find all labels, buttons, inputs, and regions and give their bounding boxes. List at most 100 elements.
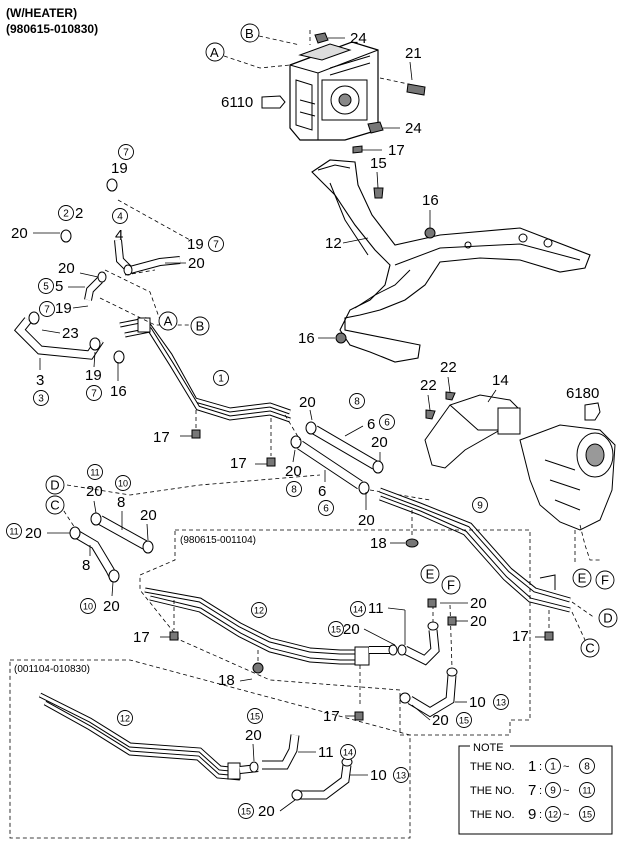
part-number-22-lower: 22 — [420, 377, 437, 394]
circled-number-21: 13 — [493, 694, 509, 710]
circled-number-21-ring — [493, 694, 509, 710]
part-number-20-a: 20 — [11, 225, 28, 242]
part-number-15: 15 — [370, 155, 387, 172]
connection-letter-9: F — [595, 570, 615, 590]
note-title: NOTE — [473, 742, 504, 754]
connection-letter-5-text: F — [447, 578, 455, 593]
circled-number-12-text: 6 — [323, 504, 329, 515]
circled-number-20: 15 — [328, 621, 344, 637]
connection-letter-7: C — [580, 638, 600, 658]
part-number-14: 14 — [492, 372, 509, 389]
bolt-17-d — [535, 610, 554, 641]
note-row-0-to-text: 8 — [584, 762, 590, 773]
part-number-20-m: 20 — [470, 613, 487, 630]
part-number-20-n: 20 — [343, 621, 360, 638]
circled-number-22: 15 — [456, 712, 472, 728]
circled-number-22-text: 15 — [459, 716, 469, 726]
part-number-20-c: 20 — [58, 260, 75, 277]
circled-number-7: 7 — [86, 385, 102, 401]
circled-number-19-text: 14 — [353, 605, 363, 615]
note-row-2-prefix: THE NO. — [470, 809, 515, 821]
note-row-2-to: 15 — [579, 806, 595, 822]
part-number-6180: 6180 — [566, 385, 599, 402]
part-number-20-e: 20 — [371, 434, 388, 451]
circled-number-27-ring — [238, 803, 254, 819]
connection-letter-0-text: A — [164, 314, 173, 329]
part-number-18-a: 18 — [370, 535, 387, 552]
circled-number-10-text: 6 — [384, 418, 390, 429]
circled-number-16-text: 10 — [83, 602, 93, 612]
note-row-1-to-text: 11 — [582, 786, 591, 796]
bolt-17-a — [180, 410, 201, 439]
circled-number-11-text: 8 — [291, 485, 297, 496]
part-number-10-b: 10 — [370, 767, 387, 784]
clip-18-a — [390, 510, 419, 548]
connection-letter-2-ring — [45, 475, 65, 495]
connection-letter-0: A — [158, 311, 178, 331]
bolt-17-e — [345, 711, 364, 721]
circled-number-24: 15 — [247, 708, 263, 724]
connection-letter-8-ring — [572, 568, 592, 588]
note-row-0-prefix: THE NO. — [470, 761, 515, 773]
circled-number-12: 6 — [318, 500, 334, 516]
part-number-20-k: 20 — [103, 598, 120, 615]
circled-number-13-text: 11 — [90, 468, 99, 478]
circled-number-18: 12 — [251, 602, 267, 618]
part-number-2: 2 — [75, 205, 83, 222]
circled-number-20-text: 15 — [331, 625, 341, 635]
part-number-20-h: 20 — [86, 483, 103, 500]
part-number-22-upper: 22 — [440, 359, 457, 376]
part-number-20-p: 20 — [245, 727, 262, 744]
ref-letter-b-ring — [240, 23, 260, 43]
range-box-mid — [139, 529, 531, 736]
part-number-17-upper: 17 — [388, 142, 405, 159]
part-number-12-duct: 12 — [325, 235, 342, 252]
circled-number-14-text: 10 — [118, 479, 128, 489]
circled-number-9-text: 8 — [354, 397, 360, 408]
note-row-1-tilde: ~ — [563, 785, 569, 797]
circled-number-25-text: 14 — [343, 748, 353, 758]
note-row-1-from: 9 — [545, 782, 561, 798]
circled-number-20-ring — [328, 621, 344, 637]
note-row-2-to-ring — [579, 806, 595, 822]
connection-letter-6: D — [598, 608, 618, 628]
part-number-11-b: 11 — [318, 744, 334, 761]
circled-number-2-ring — [112, 208, 128, 224]
circled-number-8-ring — [213, 370, 229, 386]
part-number-11-a: 11 — [368, 600, 384, 617]
note-row-2-colon: : — [539, 809, 542, 821]
heater-pipe-9 — [379, 487, 571, 613]
connection-letter-3-text: C — [50, 498, 59, 513]
note-row-1-number: 7 — [528, 782, 536, 799]
circled-number-18-ring — [251, 602, 267, 618]
note-row-0-to: 8 — [579, 758, 595, 774]
circled-number-22-ring — [456, 712, 472, 728]
circled-number-4: 5 — [38, 278, 54, 294]
circled-number-11-ring — [286, 481, 302, 497]
circled-number-7-text: 7 — [91, 389, 97, 400]
circled-number-19-ring — [350, 601, 366, 617]
connection-letter-7-text: C — [585, 641, 594, 656]
circled-number-25: 14 — [340, 744, 356, 760]
circled-number-27: 15 — [238, 803, 254, 819]
part-number-23: 23 — [62, 325, 79, 342]
note-row-2-number: 9 — [528, 806, 536, 823]
part-number-17-d: 17 — [512, 628, 529, 645]
connection-letter-6-ring — [598, 608, 618, 628]
note-row-2-from-ring — [545, 806, 561, 822]
circled-number-1-ring — [58, 205, 74, 221]
connection-letter-5: F — [441, 575, 461, 595]
circled-number-4-text: 5 — [43, 282, 49, 293]
range-box-low — [9, 659, 411, 839]
connection-letter-0-ring — [158, 311, 178, 331]
circled-number-0-text: 7 — [123, 148, 129, 159]
part-number-16-duct: 16 — [298, 330, 315, 347]
note-row-1-colon: : — [539, 785, 542, 797]
note-row-0-colon: : — [539, 761, 542, 773]
note-row-1-from-ring — [545, 782, 561, 798]
circled-number-2: 4 — [112, 208, 128, 224]
circled-number-23: 12 — [117, 710, 133, 726]
circled-number-24-text: 15 — [250, 712, 260, 722]
part-number-20-f: 20 — [285, 463, 302, 480]
